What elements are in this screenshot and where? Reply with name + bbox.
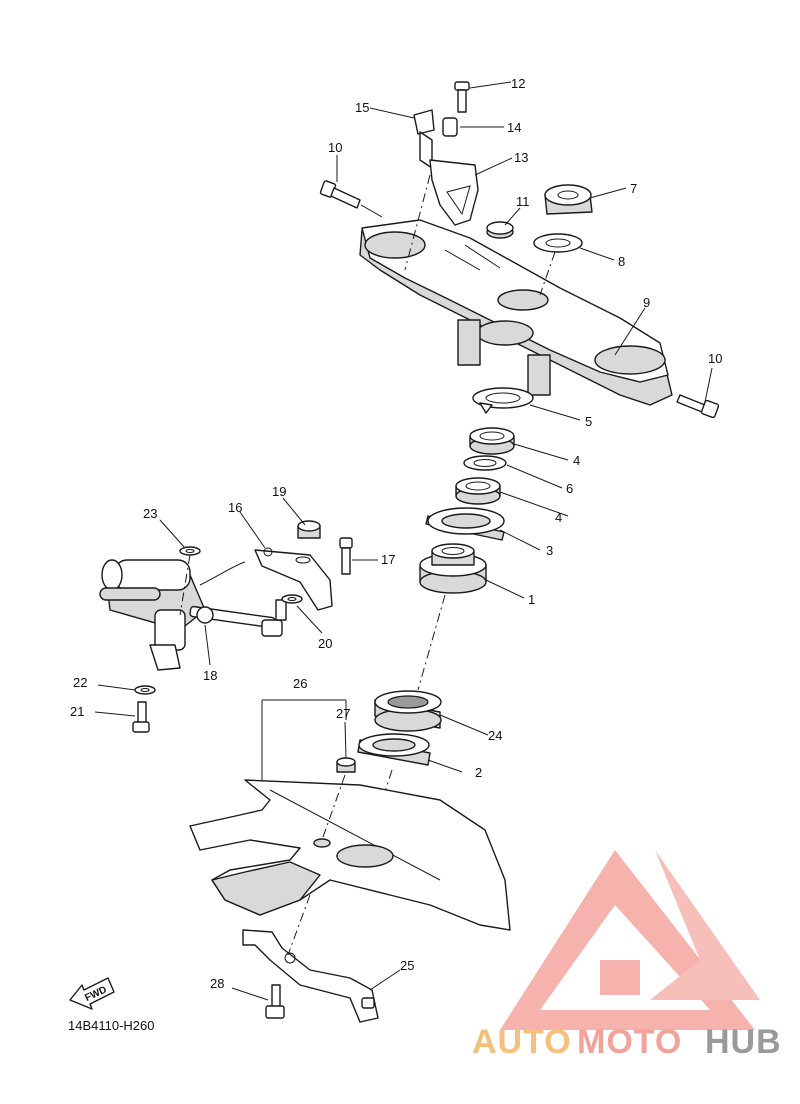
ring-nut-4-lower (455, 477, 501, 505)
bolt-21 (132, 701, 150, 733)
handlebar-holder-assembly (413, 81, 479, 226)
callout-9: 9 (643, 295, 650, 310)
callout-3: 3 (546, 543, 553, 558)
washer-23 (179, 546, 201, 556)
guide-line-2 (539, 251, 556, 296)
callout-20: 20 (318, 636, 332, 651)
bracket-25 (242, 929, 379, 1023)
guide-line-1 (404, 174, 431, 271)
callout-5: 5 (585, 414, 592, 429)
callout-8: 8 (618, 254, 625, 269)
callout-10b: 10 (708, 351, 722, 366)
bolt-10-left (319, 180, 361, 209)
washer-20 (281, 594, 303, 604)
washer-8 (533, 233, 583, 253)
callout-1: 1 (528, 592, 535, 607)
nut-19 (297, 520, 321, 539)
callout-26: 26 (293, 676, 307, 691)
ring-nut-4-upper (469, 427, 515, 455)
bolt-17 (339, 537, 353, 575)
callout-22: 22 (73, 675, 87, 690)
bolt-28 (265, 984, 285, 1019)
lock-washer-5 (472, 387, 534, 414)
callout-19: 19 (272, 484, 286, 499)
washer-22 (134, 685, 156, 695)
washer-6 (463, 455, 507, 471)
watermark-logo-triangle (500, 850, 760, 1030)
callout-25: 25 (400, 958, 414, 973)
upper-bracket-9 (359, 219, 673, 406)
seal-2 (357, 733, 431, 766)
callout-labels: 1 2 3 4 4 5 6 7 8 9 10 10 11 12 13 14 15… (70, 76, 722, 991)
callout-13: 13 (514, 150, 528, 165)
nut-7 (544, 184, 593, 215)
callout-24: 24 (488, 728, 502, 743)
callout-28: 28 (210, 976, 224, 991)
callout-11: 11 (516, 194, 530, 209)
guide-line-3 (321, 774, 346, 841)
callout-4b: 4 (555, 510, 562, 525)
steering-damper-assembly (99, 559, 287, 671)
bearing-24 (374, 690, 442, 732)
diagram-code: 14B4110-H260 (68, 1018, 155, 1033)
callout-16: 16 (228, 500, 242, 515)
callout-17: 17 (381, 552, 395, 567)
fwd-arrow: FWD (69, 977, 115, 1010)
callout-14: 14 (507, 120, 521, 135)
watermark-auto: AUTO (472, 1023, 572, 1061)
under-cover-26 (189, 779, 511, 931)
callout-7: 7 (630, 181, 637, 196)
callout-23: 23 (143, 506, 157, 521)
bracket-16 (254, 547, 333, 611)
leader-lines (94, 81, 713, 1001)
bearing-1 (419, 543, 487, 594)
callout-12: 12 (511, 76, 525, 91)
cap-11 (486, 221, 514, 239)
callout-6: 6 (566, 481, 573, 496)
watermark-hub: HUB (705, 1023, 782, 1061)
callout-2: 2 (475, 765, 482, 780)
stem-axis-line (417, 594, 446, 691)
callout-27: 27 (336, 706, 350, 721)
callout-21: 21 (70, 704, 84, 719)
nut-27 (336, 757, 356, 773)
watermark-moto: MOTO (577, 1023, 682, 1061)
bolt-10-right (676, 394, 720, 419)
seal-3 (425, 507, 505, 541)
watermark-text: AUTO MOTO HUB (472, 1023, 782, 1061)
callout-10a: 10 (328, 140, 342, 155)
callout-18: 18 (203, 668, 217, 683)
callout-15: 15 (355, 100, 369, 115)
callout-4a: 4 (573, 453, 580, 468)
